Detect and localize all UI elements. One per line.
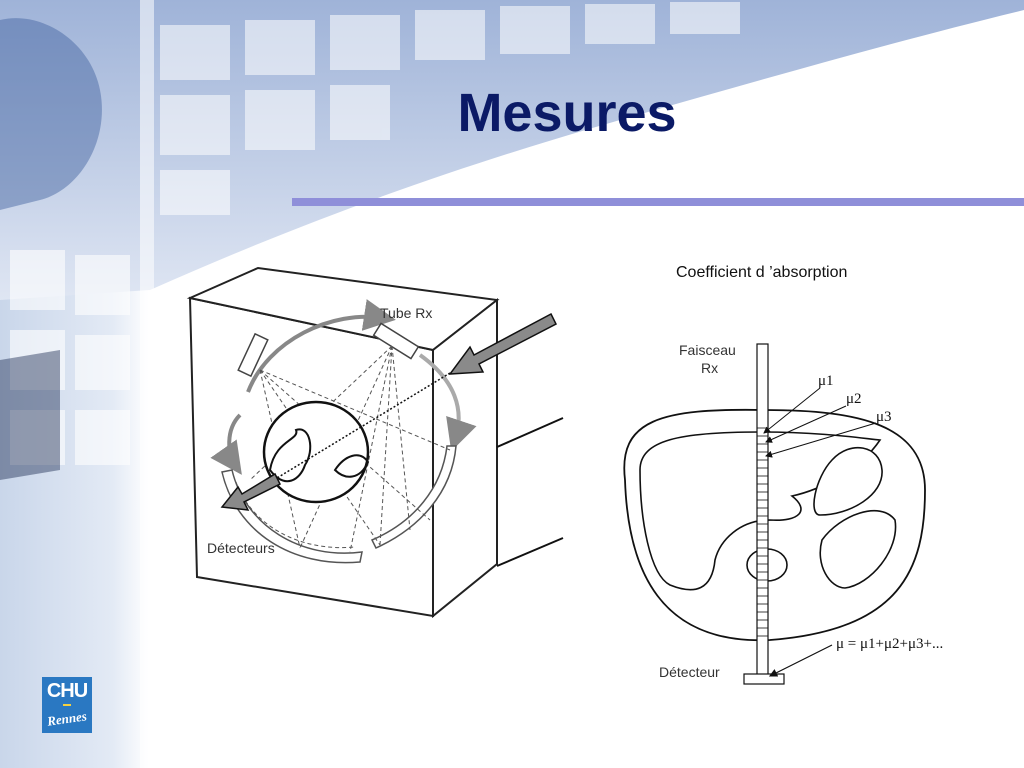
detector-label: Détecteur bbox=[659, 664, 720, 680]
beam-path bbox=[276, 372, 451, 479]
slide-title: Mesures bbox=[457, 83, 677, 143]
xray-tube-left bbox=[237, 332, 269, 378]
detector-array bbox=[221, 469, 363, 564]
organ-upper-right bbox=[813, 446, 883, 516]
absorption-caption: Coefficient d ’absorption bbox=[676, 264, 847, 281]
gantry-side-face bbox=[432, 297, 498, 619]
mu1-pointer bbox=[763, 387, 821, 434]
logo-text-rennes: Rennes bbox=[46, 708, 88, 729]
chu-rennes-logo: CHU Rennes bbox=[42, 677, 92, 733]
logo-dash bbox=[63, 704, 71, 706]
scanner-diagram: Tube Rx Détecteurs bbox=[186, 266, 564, 619]
mu3-label: μ3 bbox=[876, 409, 892, 425]
outgoing-beam-arrow bbox=[220, 472, 282, 511]
rotation-arc bbox=[246, 299, 396, 393]
mu2-label: μ2 bbox=[846, 391, 862, 407]
detectors-label: Détecteurs bbox=[207, 540, 275, 556]
tube-label: Tube Rx bbox=[380, 305, 432, 321]
sum-pointer bbox=[768, 644, 833, 677]
mu3-pointer bbox=[765, 422, 877, 458]
beam-label-line1: Faisceau bbox=[679, 342, 736, 358]
mu1-label: μ1 bbox=[818, 373, 834, 389]
title-underline bbox=[292, 198, 1024, 206]
logo-text-chu: CHU bbox=[46, 680, 88, 702]
sum-formula: μ = μ1+μ2+μ3+... bbox=[836, 636, 943, 652]
beam-column bbox=[756, 343, 769, 682]
organ-lower-right bbox=[819, 509, 897, 589]
detector-block bbox=[743, 673, 785, 685]
mu2-pointer bbox=[765, 405, 847, 443]
incoming-beam-arrow bbox=[448, 312, 558, 375]
absorption-diagram: Coefficient d ’absorption Faisceau Rx μ1… bbox=[623, 264, 943, 685]
beam-label-line2: Rx bbox=[701, 360, 718, 376]
patient-section bbox=[262, 400, 370, 504]
